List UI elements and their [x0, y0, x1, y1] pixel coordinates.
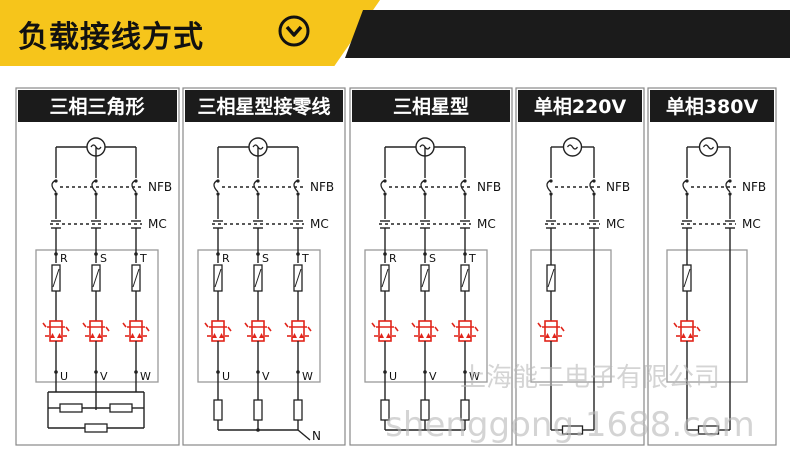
watermark: 上海能工电子有限公司 shenggong.1688.com	[385, 363, 755, 445]
circuit-3: R U S V T W NFB MC	[364, 137, 501, 431]
contactor-label: MC	[148, 217, 167, 231]
circuit-2: R U S V T W NFB MC N	[197, 137, 334, 443]
panel-header-label: 三相星型	[393, 95, 469, 118]
terminal-in: T	[301, 252, 309, 265]
surge-suppressor-icon	[673, 320, 701, 342]
load-resistor-icon	[84, 423, 108, 433]
breaker-label: NFB	[742, 180, 766, 194]
terminal-out: U	[60, 370, 68, 383]
load-resistor-icon	[293, 399, 303, 421]
contactor-label: MC	[742, 217, 761, 231]
panel-header-label: 单相380V	[666, 95, 759, 118]
panel-header-label: 单相220V	[534, 95, 627, 118]
neutral-label: N	[312, 429, 321, 443]
surge-suppressor-icon	[244, 320, 272, 342]
terminal-in: R	[60, 252, 68, 265]
load-resistor-icon	[109, 403, 133, 413]
panel-header-label: 三相三角形	[49, 95, 144, 118]
panel-header	[185, 90, 343, 122]
terminal-out: W	[302, 370, 313, 383]
terminal-in: S	[100, 252, 107, 265]
panel-header	[352, 90, 510, 122]
contactor-label: MC	[310, 217, 329, 231]
terminal-in: S	[262, 252, 269, 265]
surge-suppressor-icon	[204, 320, 232, 342]
terminal-out: V	[429, 370, 437, 383]
controller-module-box	[364, 249, 488, 383]
watermark-company: 上海能工电子有限公司	[460, 363, 720, 393]
contactor-label: MC	[606, 217, 625, 231]
controller-module-box	[35, 249, 159, 383]
surge-suppressor-icon	[411, 320, 439, 342]
breaker-label: NFB	[310, 180, 334, 194]
panel-header	[650, 90, 774, 122]
terminal-out: U	[222, 370, 230, 383]
panel-header	[518, 90, 642, 122]
terminal-in: T	[468, 252, 476, 265]
terminal-out: W	[469, 370, 480, 383]
load-resistor-icon	[213, 399, 223, 421]
breaker-label: NFB	[606, 180, 630, 194]
panel-header-label: 三相星型接零线	[197, 95, 330, 118]
circuit-1: R U S V T W NFB MC	[35, 137, 172, 433]
terminal-in: R	[389, 252, 397, 265]
watermark-site: shenggong.1688.com	[385, 405, 755, 445]
breaker-label: NFB	[477, 180, 501, 194]
controller-module-box	[530, 249, 612, 383]
terminal-in: T	[139, 252, 147, 265]
title-banner: 负载接线方式	[0, 0, 790, 66]
circuit-single-1: NFB MC	[530, 137, 630, 435]
circuit-single-2: NFB MC	[666, 137, 766, 435]
panel-header	[18, 90, 177, 122]
terminal-in: S	[429, 252, 436, 265]
banner-dark-band	[345, 10, 790, 58]
contactor-label: MC	[477, 217, 496, 231]
load-resistor-icon	[59, 403, 83, 413]
terminal-in: R	[222, 252, 230, 265]
page-title: 负载接线方式	[18, 20, 204, 55]
terminal-out: V	[262, 370, 270, 383]
breaker-label: NFB	[148, 180, 172, 194]
terminal-out: V	[100, 370, 108, 383]
chevron-circle-icon	[278, 15, 310, 47]
controller-module-box	[197, 249, 321, 383]
load-resistor-icon	[253, 399, 263, 421]
banner-yellow-band	[0, 0, 380, 66]
controller-module-box	[666, 249, 748, 383]
terminal-out: W	[140, 370, 151, 383]
terminal-out: U	[389, 370, 397, 383]
